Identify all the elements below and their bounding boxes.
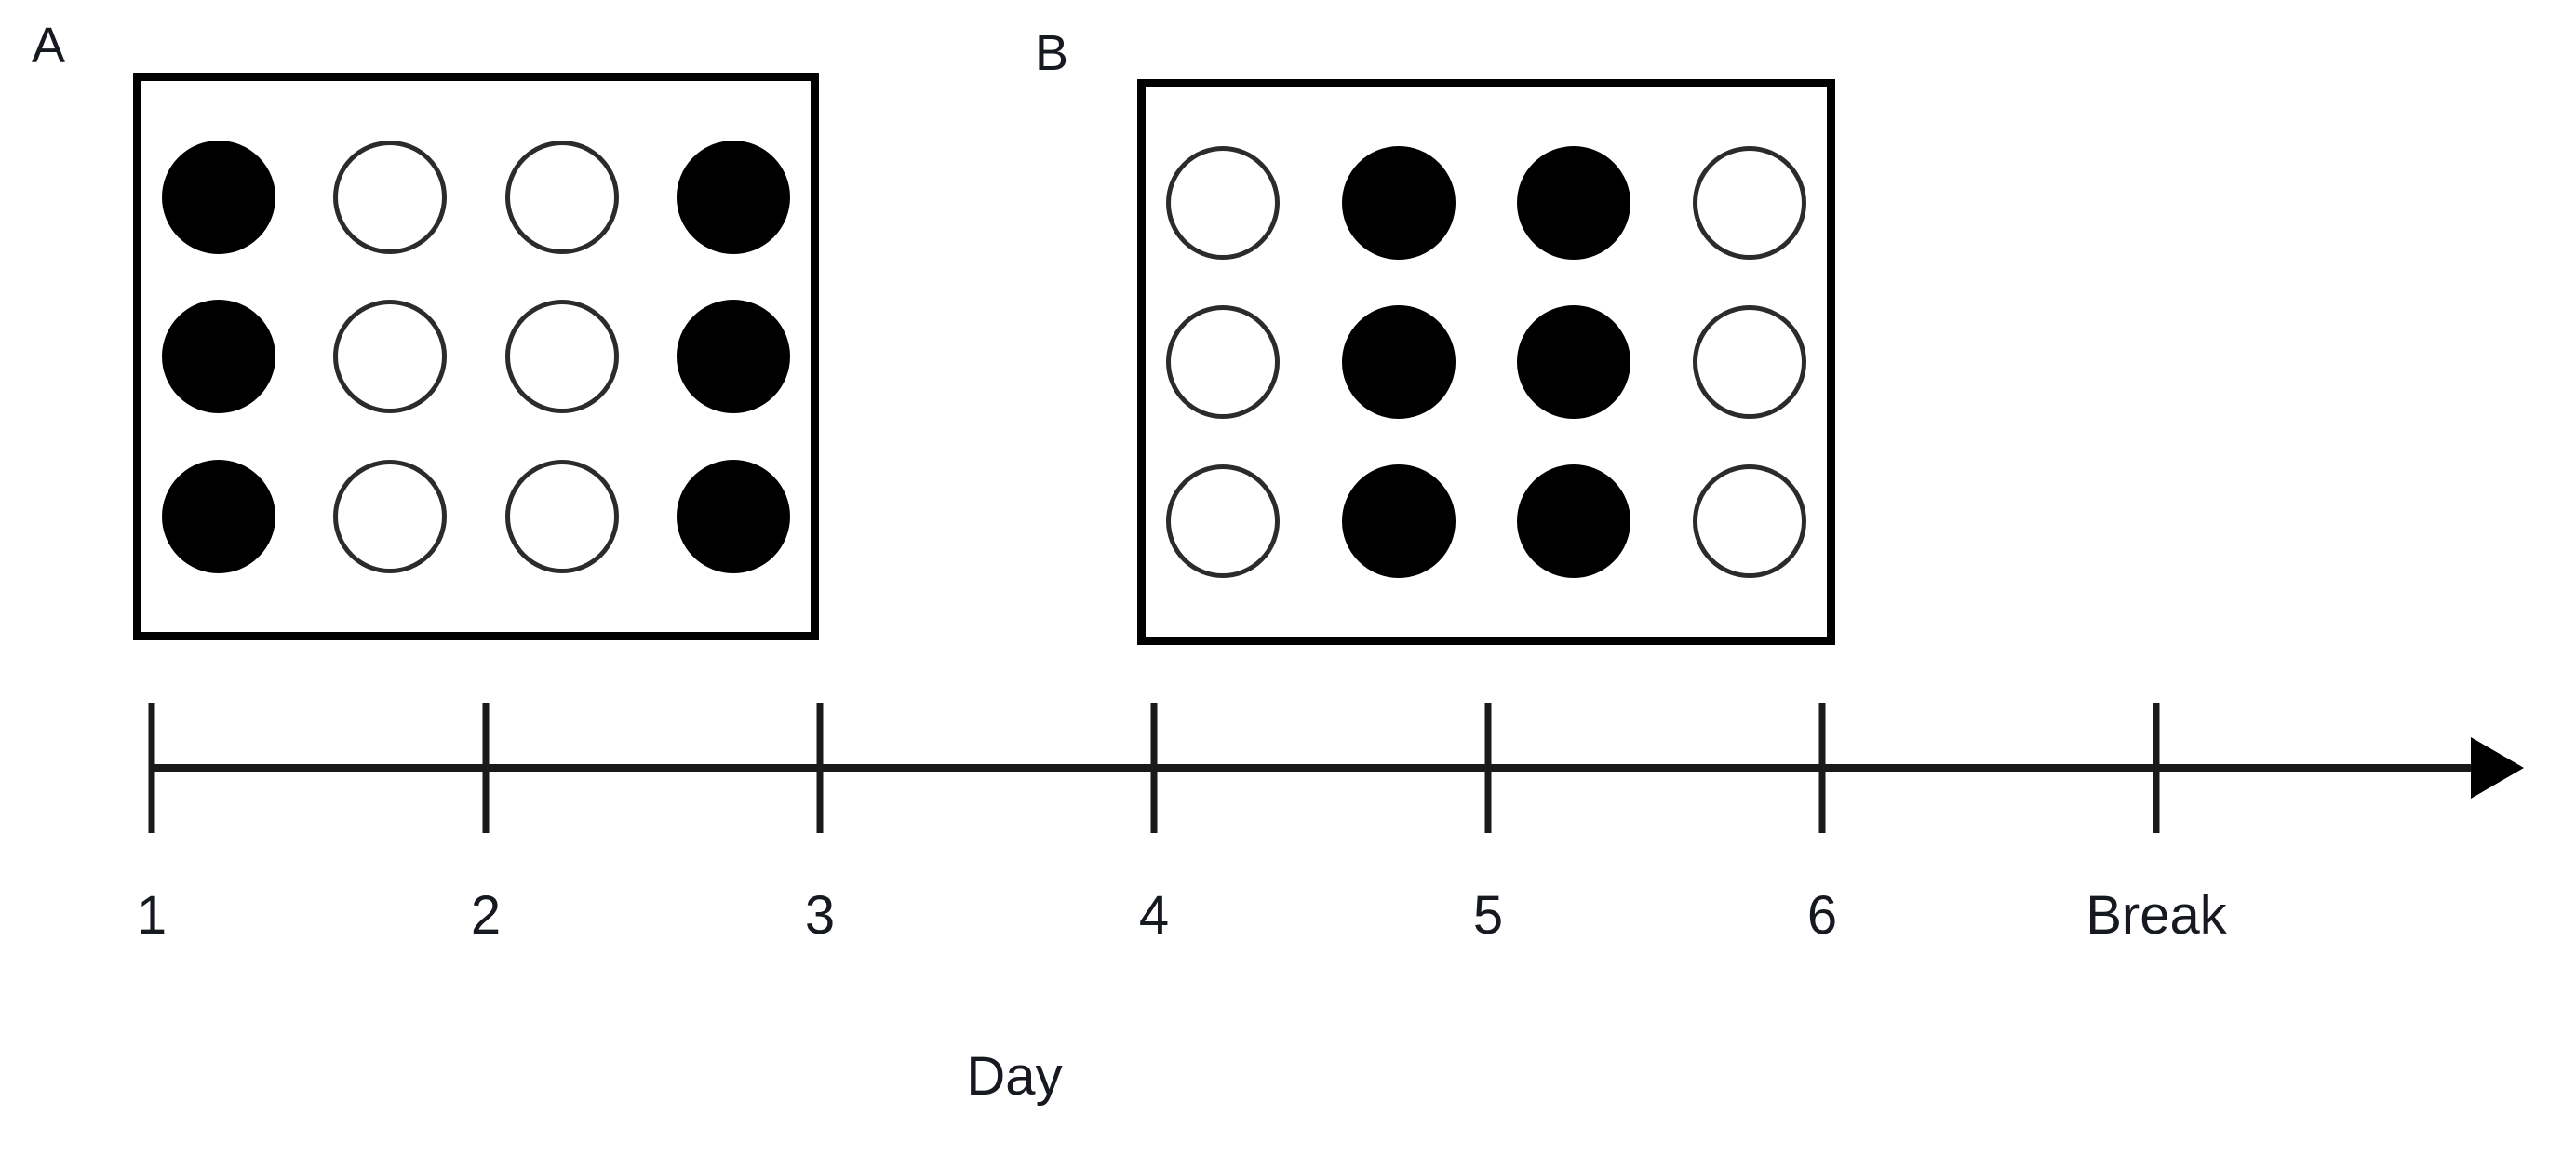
- dot-b-r3-c1: [1166, 464, 1280, 578]
- dot-row: [1166, 146, 1806, 260]
- dot-a-r3-c4: [676, 459, 790, 573]
- dot-row: [162, 300, 790, 413]
- panel-label-a: A: [32, 18, 66, 74]
- axis-tick-label-break: Break: [2086, 885, 2227, 946]
- dot-a-r1-c3: [504, 140, 619, 254]
- dot-a-r3-c2: [333, 459, 448, 573]
- dot-b-r2-c4: [1692, 305, 1806, 419]
- dot-b-r1-c2: [1341, 146, 1456, 260]
- dot-b-r1-c4: [1692, 146, 1806, 260]
- dot-a-r1-c1: [162, 140, 275, 254]
- dot-b-r3-c4: [1692, 464, 1806, 578]
- axis-tick-label-6: 6: [1806, 885, 1838, 946]
- dot-a-r3-c3: [504, 459, 619, 573]
- dot-grid-a: [141, 81, 811, 632]
- dot-a-r2-c3: [504, 300, 619, 413]
- axis-tick-label-5: 5: [1472, 885, 1504, 946]
- panel-label-b: B: [1035, 25, 1069, 81]
- axis-tick-label-1: 1: [136, 885, 168, 946]
- dot-b-r2-c1: [1166, 305, 1280, 419]
- dot-row: [1166, 305, 1806, 419]
- dot-a-r3-c1: [162, 459, 275, 573]
- dot-row: [162, 140, 790, 254]
- timeline-axis: [148, 703, 2524, 833]
- condition-panel-b: [1137, 79, 1835, 645]
- dot-a-r2-c1: [162, 300, 275, 413]
- axis-title: Day: [966, 1046, 1063, 1107]
- dot-a-r1-c2: [333, 140, 448, 254]
- axis-tick-label-4: 4: [1138, 885, 1170, 946]
- right-arrow-icon: [2471, 737, 2524, 799]
- dot-a-r1-c4: [676, 140, 790, 254]
- axis-tick-label-2: 2: [470, 885, 502, 946]
- dot-grid-b: [1146, 87, 1827, 637]
- dot-a-r2-c4: [676, 300, 790, 413]
- condition-panel-a: [133, 73, 819, 640]
- dot-b-r1-c1: [1166, 146, 1280, 260]
- dot-b-r2-c3: [1517, 305, 1631, 419]
- dot-b-r1-c3: [1517, 146, 1631, 260]
- dot-a-r2-c2: [333, 300, 448, 413]
- dot-row: [1166, 464, 1806, 578]
- axis-tick-label-3: 3: [804, 885, 836, 946]
- dot-row: [162, 459, 790, 573]
- dot-b-r3-c2: [1341, 464, 1456, 578]
- dot-b-r2-c2: [1341, 305, 1456, 419]
- dot-b-r3-c3: [1517, 464, 1631, 578]
